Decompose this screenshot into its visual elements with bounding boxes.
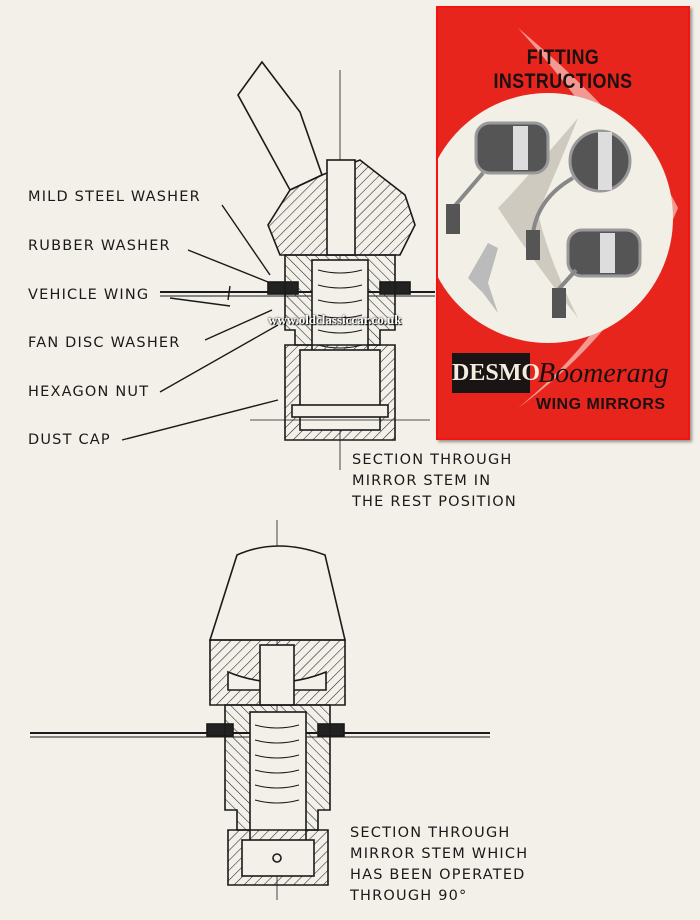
bracket-icon bbox=[468, 243, 498, 313]
label-dust-cap: DUST CAP bbox=[28, 432, 111, 448]
mirror-icon bbox=[446, 121, 550, 234]
caption-line: THE REST POSITION bbox=[352, 494, 517, 510]
label-rubber-washer: RUBBER WASHER bbox=[28, 238, 171, 254]
booklet-product: Boomerang bbox=[538, 358, 669, 389]
caption-line: SECTION THROUGH bbox=[350, 825, 511, 841]
label-vehicle-wing: VEHICLE WING bbox=[28, 287, 150, 303]
mirror-icon bbox=[526, 129, 632, 260]
caption-line: MIRROR STEM IN bbox=[352, 473, 492, 489]
label-fan-disc-washer: FAN DISC WASHER bbox=[28, 335, 181, 351]
rest-position-section bbox=[160, 60, 435, 470]
watermark: www.oldclassiccar.co.uk bbox=[268, 312, 402, 327]
caption-line: HAS BEEN OPERATED bbox=[350, 867, 526, 883]
booklet-title: FITTING INSTRUCTIONS bbox=[493, 46, 633, 93]
label-mild-steel-washer: MILD STEEL WASHER bbox=[28, 189, 201, 205]
caption-operated-position: SECTION THROUGH MIRROR STEM WHICH HAS BE… bbox=[350, 823, 528, 907]
caption-line: SECTION THROUGH bbox=[352, 452, 513, 468]
booklet-cover: FITTING INSTRUCTIONS DESMO Boomerang WIN… bbox=[436, 6, 690, 440]
leader-lines bbox=[121, 204, 279, 441]
caption-line: MIRROR STEM WHICH bbox=[350, 846, 529, 862]
boomerang-graphic bbox=[438, 28, 678, 408]
caption-line: THROUGH 90° bbox=[350, 888, 468, 904]
booklet-subtitle: WING MIRRORS bbox=[536, 396, 666, 413]
label-hexagon-nut: HEXAGON NUT bbox=[28, 384, 150, 400]
operated-position-section bbox=[30, 520, 490, 900]
mirror-icon bbox=[552, 228, 642, 318]
desmo-logo: DESMO bbox=[452, 353, 540, 393]
caption-rest-position: SECTION THROUGH MIRROR STEM IN THE REST … bbox=[352, 450, 517, 513]
